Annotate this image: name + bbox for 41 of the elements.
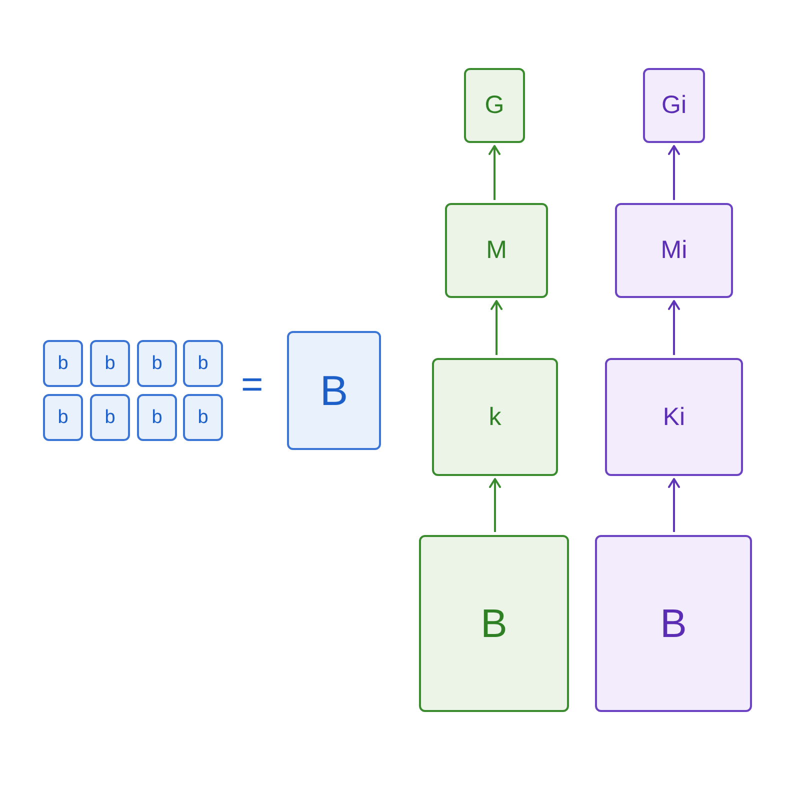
box-label: M (486, 238, 507, 263)
block-box (595, 535, 752, 712)
box-label: G (484, 93, 504, 118)
small-block (137, 394, 177, 441)
box-label: b (198, 354, 208, 373)
small-block (43, 340, 83, 387)
arrow (488, 145, 500, 200)
arrow (489, 478, 501, 532)
box-label: k (488, 404, 502, 430)
box-label: Ki (662, 404, 686, 430)
result-box (464, 68, 525, 143)
process-box (432, 358, 558, 476)
arrow (668, 145, 680, 200)
small-block (90, 340, 130, 387)
small-block (183, 340, 223, 387)
small-block (43, 394, 83, 441)
small-block (183, 394, 223, 441)
arrow (668, 300, 680, 355)
arrow (668, 478, 680, 532)
box-label: Mi (660, 238, 688, 263)
arrow (490, 300, 502, 355)
small-block (137, 340, 177, 387)
box-label: B (320, 370, 348, 412)
box-label: b (198, 408, 208, 427)
box-label: b (58, 408, 68, 427)
box-label: b (152, 354, 162, 373)
block-box (287, 331, 381, 450)
result-box (643, 68, 705, 143)
block-box (419, 535, 569, 712)
box-label: b (58, 354, 68, 373)
box-label: b (104, 408, 116, 427)
process-box (615, 203, 733, 298)
process-box (605, 358, 743, 476)
box-label: B (660, 604, 687, 644)
box-label: Gi (662, 93, 686, 118)
process-box (445, 203, 548, 298)
small-block (90, 394, 130, 441)
box-label: b (104, 354, 116, 373)
box-label: b (152, 408, 162, 427)
box-label: B (480, 604, 508, 644)
equals-sign: = (241, 366, 264, 404)
